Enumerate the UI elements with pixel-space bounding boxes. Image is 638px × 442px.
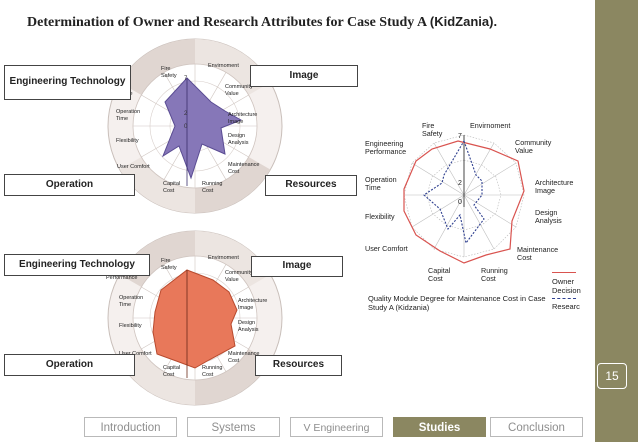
svg-text:Cost: Cost [481, 274, 496, 283]
svg-text:Running: Running [202, 181, 223, 187]
box-resources-bottom: Resources [255, 355, 342, 376]
tick-right-0: 0 [458, 199, 462, 206]
svg-text:Time: Time [119, 302, 131, 308]
svg-text:Operation: Operation [119, 295, 143, 301]
svg-text:Cost: Cost [163, 372, 175, 378]
tick-2: 2 [184, 111, 188, 117]
nav-introduction[interactable]: Introduction [84, 417, 177, 437]
tick-right-7: 7 [458, 133, 462, 140]
svg-text:Time: Time [116, 116, 128, 122]
svg-text:Design: Design [238, 320, 255, 326]
svg-text:Operation: Operation [116, 109, 140, 115]
title-paren: (KidZania). [429, 14, 498, 29]
svg-text:Cost: Cost [228, 169, 240, 175]
svg-text:Fire: Fire [161, 66, 170, 72]
legend-research-swatch [552, 298, 576, 299]
svg-text:User Comfort: User Comfort [119, 351, 152, 357]
svg-text:Community: Community [225, 270, 253, 276]
svg-text:Image: Image [535, 186, 555, 195]
svg-text:Flexibility: Flexibility [365, 212, 395, 221]
svg-text:Performance: Performance [365, 147, 406, 156]
nav-v-engineering[interactable]: V Engineering [290, 417, 383, 437]
svg-text:Maintenance: Maintenance [517, 245, 558, 254]
nav-systems[interactable]: Systems [187, 417, 280, 437]
svg-text:Envirnoment: Envirnoment [208, 63, 239, 69]
svg-text:Value: Value [225, 277, 239, 283]
legend-owner-swatch [552, 272, 576, 273]
svg-text:Capital: Capital [428, 266, 451, 275]
nav-conclusion[interactable]: Conclusion [490, 417, 583, 437]
tick-right-2: 2 [458, 180, 462, 187]
svg-text:Engineering: Engineering [365, 139, 403, 148]
svg-text:Capital: Capital [163, 365, 180, 371]
box-resources-top: Resources [265, 175, 357, 196]
svg-text:Time: Time [365, 183, 381, 192]
svg-text:Architecture: Architecture [228, 112, 257, 118]
svg-text:Community: Community [515, 138, 552, 147]
orange-area [152, 269, 238, 369]
svg-text:Analysis: Analysis [535, 216, 562, 225]
svg-text:Community: Community [225, 84, 253, 90]
svg-text:Fire: Fire [422, 121, 434, 130]
svg-text:Value: Value [515, 146, 533, 155]
svg-text:Image: Image [228, 119, 243, 125]
slide-title: Determination of Owner and Research Attr… [27, 14, 497, 31]
svg-text:User Comfort: User Comfort [117, 164, 150, 170]
svg-text:Image: Image [238, 305, 253, 311]
nav-studies[interactable]: Studies [393, 417, 486, 437]
title-main: Determination of Owner and Research Attr… [27, 15, 430, 30]
svg-text:Capital: Capital [163, 181, 180, 187]
svg-text:Analysis: Analysis [228, 140, 249, 146]
svg-text:Architecture: Architecture [535, 178, 573, 187]
svg-text:Performance: Performance [106, 275, 138, 281]
svg-text:Design: Design [535, 208, 557, 217]
box-operation-bottom: Operation [4, 354, 135, 376]
sidebar [595, 0, 638, 442]
svg-text:Envirnoment: Envirnoment [208, 255, 239, 261]
svg-text:Running: Running [481, 266, 508, 275]
owner-line [403, 140, 525, 264]
svg-text:Cost: Cost [163, 188, 175, 194]
svg-text:Cost: Cost [202, 372, 214, 378]
svg-text:Cost: Cost [517, 253, 532, 262]
svg-text:Cost: Cost [228, 358, 240, 364]
purple-area [161, 77, 243, 180]
svg-text:Running: Running [202, 365, 223, 371]
tick-7: 7 [184, 76, 188, 82]
box-engineering-technology-bottom: Engineering Technology [4, 254, 150, 276]
svg-text:Safety: Safety [161, 73, 177, 79]
right-chart-caption: Quality Module Degree for Maintenance Co… [368, 294, 546, 312]
svg-text:Architecture: Architecture [238, 298, 267, 304]
box-engineering-technology-top: Engineering Technology [4, 65, 131, 100]
svg-text:Design: Design [228, 133, 245, 139]
box-operation-top: Operation [4, 174, 135, 196]
legend-owner-label: Owner [552, 277, 575, 286]
tick-0: 0 [184, 124, 188, 130]
research-line [423, 139, 485, 245]
right-chart-legend: Owner Decision Researc [552, 270, 592, 311]
svg-text:Maintenance: Maintenance [228, 351, 260, 357]
svg-text:User Comfort: User Comfort [365, 244, 408, 253]
svg-text:Safety: Safety [161, 265, 177, 271]
svg-text:Flexibility: Flexibility [116, 138, 139, 144]
svg-text:Operation: Operation [365, 175, 397, 184]
svg-text:Cost: Cost [202, 188, 214, 194]
svg-text:Maintenance: Maintenance [228, 162, 260, 168]
svg-text:Flexibility: Flexibility [119, 323, 142, 329]
legend-research-label: Researc [552, 302, 580, 311]
legend-decision-label: Decision [552, 286, 581, 295]
svg-text:Cost: Cost [428, 274, 443, 283]
svg-text:Analysis: Analysis [238, 327, 259, 333]
box-image-top: Image [250, 65, 358, 87]
page-number: 15 [597, 363, 627, 389]
svg-text:Value: Value [225, 91, 239, 97]
svg-text:Fire: Fire [161, 258, 170, 264]
svg-text:Safety: Safety [422, 129, 443, 138]
box-image-bottom: Image [251, 256, 343, 277]
svg-text:Envirnoment: Envirnoment [470, 121, 510, 130]
